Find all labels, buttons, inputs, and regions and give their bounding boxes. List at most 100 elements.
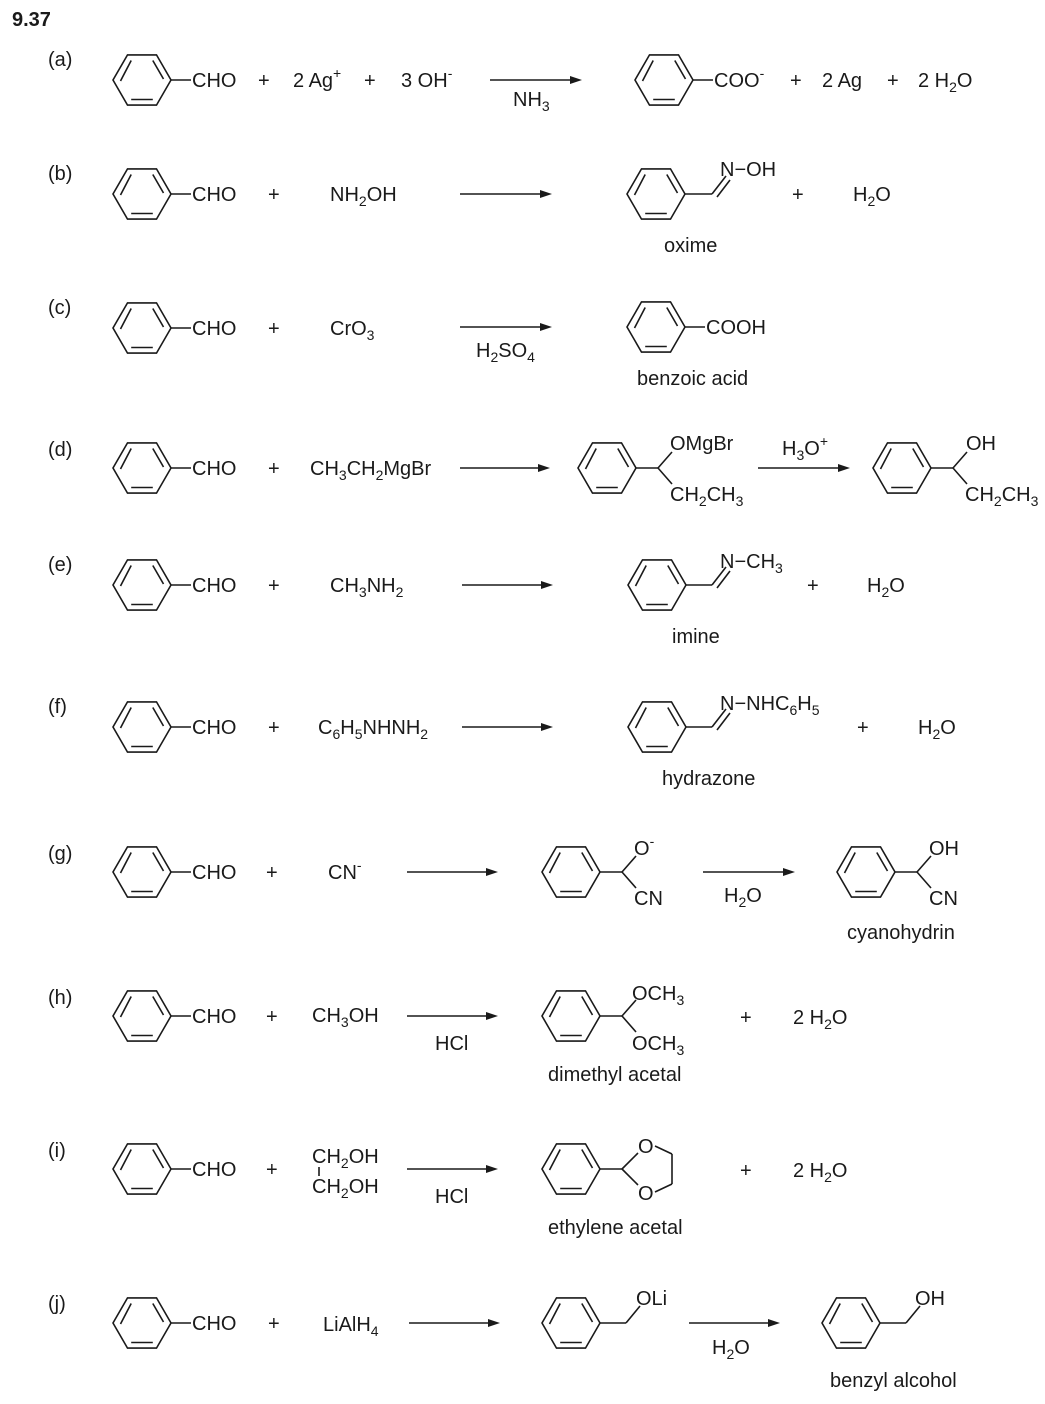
product-name: cyanohydrin [847,922,955,944]
reaction-tag-f: (f) [48,696,67,718]
plus-sign: + [258,70,270,92]
plus-sign: + [266,1159,278,1181]
reactant-cho: CHO [192,1006,236,1028]
reaction-condition: NH3 [513,89,550,114]
oxime-group: N−OH [720,159,776,181]
benzene-ring [836,846,896,898]
product-name: oxime [664,235,717,257]
product-name: hydrazone [662,768,755,790]
plus-sign: + [268,184,280,206]
benzene-ring [112,846,172,898]
hydroxyl-group: OH [929,838,959,860]
plus-sign: + [857,717,869,739]
hydroxyl-group: OH [915,1288,945,1310]
plus-sign: + [887,70,899,92]
dioxolane-oxygen: O [638,1136,654,1158]
benzene-ring [821,1297,881,1349]
reaction-tag-e: (e) [48,554,72,576]
reactant-cho: CHO [192,318,236,340]
benzene-ring [577,442,637,494]
silver-ion-reagent: 2 Ag+ [293,65,341,92]
plus-sign: + [807,575,819,597]
benzene-ring [627,559,687,611]
plus-sign: + [364,70,376,92]
benzene-ring [541,990,601,1042]
benzene-ring [541,1143,601,1195]
benzene-ring [626,168,686,220]
product-name: ethylene acetal [548,1217,683,1239]
product-carboxylic-acid: COOH [706,317,766,339]
product-water: 2 H2O [918,70,972,95]
reaction-c: (c) CHO + CrO3 H2SO4 COOH benzoic acid [48,297,766,390]
ethyl-group: CH2CH3 [670,484,744,509]
alkoxide-group: O- [634,833,655,860]
reactant-cho: CHO [192,862,236,884]
reaction-i: (i) CHO + CH2OH CH2OH HCl O O + 2 H2O et… [48,1136,847,1239]
dioxolane-oxygen: O [638,1183,654,1205]
methoxy-group: OCH3 [632,1033,684,1058]
plus-sign: + [268,458,280,480]
plus-sign: + [268,318,280,340]
plus-sign: + [790,70,802,92]
reaction-tag-b: (b) [48,163,72,185]
benzene-ring [541,846,601,898]
product-name: benzyl alcohol [830,1370,957,1392]
benzene-ring [112,559,172,611]
phenylhydrazine-reagent: C6H5NHNH2 [318,717,428,742]
plus-sign: + [268,575,280,597]
cyanide-reagent: CN- [328,857,362,884]
reaction-a: (a) CHO + 2 Ag+ + 3 OH- NH3 COO- + 2 Ag … [48,49,972,114]
reaction-tag-c: (c) [48,297,71,319]
imine-group: N−CH3 [720,551,783,576]
plus-sign: + [740,1160,752,1182]
product-carboxylate: COO- [714,65,765,92]
reaction-d: (d) CHO + CH3CH2MgBr OMgBr CH2CH3 H3O+ O… [48,433,1039,509]
problem-number: 9.37 [12,9,51,31]
reaction-condition: HCl [435,1186,468,1208]
product-silver: 2 Ag [822,70,862,92]
lithium-alkoxide: OLi [636,1288,667,1310]
plus-sign: + [792,184,804,206]
nitrile-group: CN [634,888,663,910]
ethyl-group: CH2CH3 [965,484,1039,509]
nitrile-group: CN [929,888,958,910]
methanol-reagent: CH3OH [312,1005,379,1030]
reaction-b: (b) CHO + NH2OH N−OH + H2O oxime [48,159,891,257]
reaction-e: (e) CHO + CH3NH2 N−CH3 + H2O imine [48,551,905,648]
product-name: imine [672,626,720,648]
magnesium-alkoxide: OMgBr [670,433,734,455]
reaction-g: (g) CHO + CN- O- CN H2O OH CN cyanohydri… [48,833,959,944]
ethylene-glycol-lower: CH2OH [312,1176,379,1201]
reaction-tag-g: (g) [48,843,72,865]
benzene-ring [112,990,172,1042]
hydroxide-reagent: 3 OH- [401,65,453,92]
reaction-condition: HCl [435,1033,468,1055]
reaction-tag-a: (a) [48,49,72,71]
plus-sign: + [266,1006,278,1028]
reactant-cho: CHO [192,458,236,480]
benzene-ring [872,442,932,494]
reaction-tag-d: (d) [48,439,72,461]
product-water: 2 H2O [793,1160,847,1185]
hydrazone-group: N−NHC6H5 [720,693,820,718]
product-water: H2O [853,184,891,209]
plus-sign: + [266,862,278,884]
methoxy-group: OCH3 [632,983,684,1008]
benzene-ring [634,54,694,106]
reaction-h: (h) CHO + CH3OH HCl OCH3 OCH3 + 2 H2O di… [48,983,847,1086]
benzene-ring [626,301,686,353]
product-water: H2O [867,575,905,600]
reactant-cho: CHO [192,1159,236,1181]
product-water: H2O [918,717,956,742]
plus-sign: + [268,717,280,739]
reaction-condition: H2O [724,885,762,910]
benzene-ring [112,168,172,220]
benzene-ring [112,54,172,106]
reaction-j: (j) CHO + LiAlH4 OLi H2O OH benzyl alcoh… [48,1288,957,1392]
reactant-cho: CHO [192,717,236,739]
reactant-cho: CHO [192,575,236,597]
benzene-ring [112,302,172,354]
reaction-condition: H2O [712,1337,750,1362]
reaction-tag-j: (j) [48,1293,66,1315]
